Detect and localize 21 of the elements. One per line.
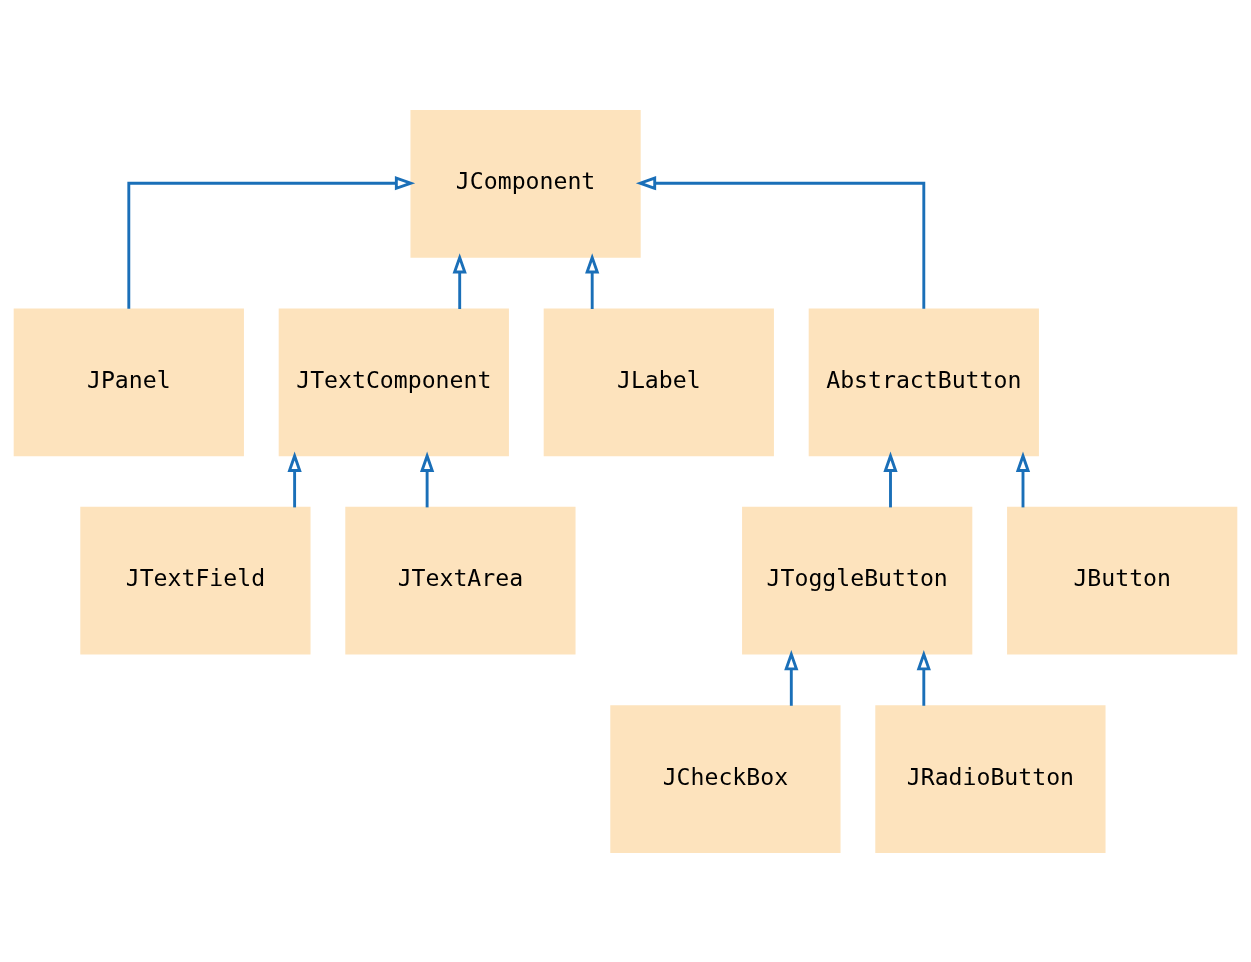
arrow [1015,451,1031,507]
arrow [883,451,898,507]
arrow [585,252,600,309]
node-box: AbstractButton [808,307,1039,456]
node-box: JTextArea [345,506,576,655]
arrow [452,252,467,309]
arrow [420,451,435,507]
arrow [127,175,416,309]
node-box: JRadioButton [875,704,1106,853]
node-box: JTextComponent [278,307,509,456]
node-box: JButton [1007,506,1238,655]
node-box: JLabel [543,307,774,456]
arrow [287,451,302,507]
arrow [635,175,926,309]
node-box: JCheckBox [610,704,841,853]
node-box: JTextField [80,506,311,655]
arrow [784,649,799,706]
node-box: JPanel [13,307,244,456]
arrow [916,649,931,706]
node-box: JToggleButton [742,506,973,655]
node-box: JComponent [410,109,641,258]
